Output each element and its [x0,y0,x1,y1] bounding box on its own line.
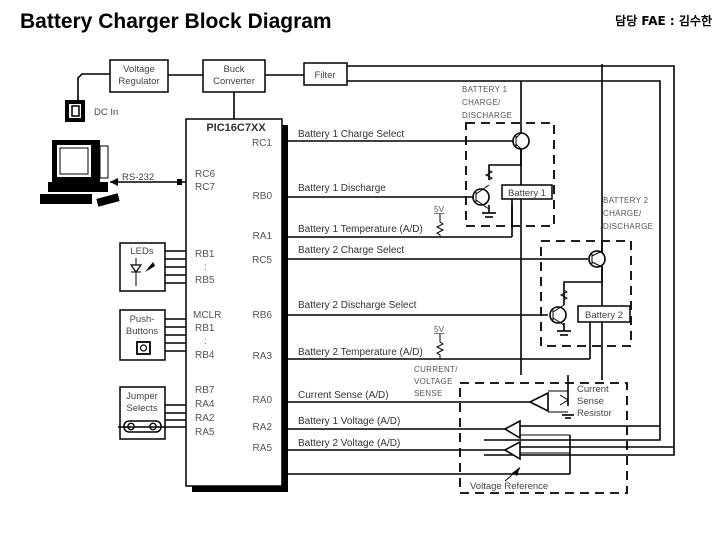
mcu-block [185,118,283,487]
battery2-section-box [540,240,632,347]
pin-ra5-l: RA5 [195,427,215,438]
signal-b2-voltage: Battery 2 Voltage (A/D) [298,438,400,449]
jumper-selects-label-2: Selects [126,403,157,414]
pin-ra3: RA3 [253,351,273,362]
pin-rc1: RC1 [252,138,272,149]
pullup-resistor-1-icon [435,214,445,237]
signal-b1-temperature: Battery 1 Temperature (A/D) [298,224,423,235]
pin-ra4: RA4 [195,399,215,410]
pin-sep-b: : [204,336,207,347]
ground-2-icon [557,330,571,336]
mcu-name: PIC16C7XX [206,122,266,134]
five-volt-label-1: 5V [434,205,445,214]
voltage-reference-label: Voltage Reference [470,481,548,492]
led-icon [129,258,155,286]
amp-battery1-voltage-icon [503,419,521,440]
amp-battery2-voltage-icon [503,440,521,461]
pin-rb0: RB0 [253,191,273,202]
signal-current-sense: Current Sense (A/D) [298,390,389,401]
cv-sense-section-box [459,382,628,494]
page-title: Battery Charger Block Diagram [20,10,332,33]
pin-rb6: RB6 [253,310,273,321]
pin-ra1: RA1 [253,231,273,242]
b1-charge-transistor-icon [512,132,530,150]
push-button-icon [136,341,151,355]
pin-rc6: RC6 [195,169,215,180]
voltage-regulator-block [109,59,169,93]
pin-rb1-b: RB1 [195,323,215,334]
pin-ra5-r: RA5 [253,443,273,454]
ground-3-icon [562,414,574,419]
battery2-label: Battery 2 [585,310,623,321]
leds-bus [165,250,186,284]
filter-label: Filter [314,70,335,81]
computer-icon [40,140,120,207]
pin-rb1-a: RB1 [195,249,215,260]
pullup-resistor-2-icon [435,334,445,359]
push-buttons-bus [165,318,186,352]
pin-rb5: RB5 [195,275,215,286]
signal-b1-voltage: Battery 1 Voltage (A/D) [298,416,400,427]
battery1-label: Battery 1 [508,188,546,199]
push-buttons-label-1: Push- [130,314,155,325]
b1-section-label-2: CHARGE/ [462,98,501,107]
voltage-regulator-label-2: Regulator [118,76,159,87]
battery2-block [577,305,631,323]
filter-bus-1 [347,65,675,456]
b2-section-label-1: BATTERY 2 [603,196,649,205]
battery1-section-box [465,122,555,227]
amp-current-sense-icon [528,391,549,413]
pin-ra0: RA0 [253,395,273,406]
ground-1-icon [482,212,496,218]
b2-charge-transistor-icon [588,250,606,268]
buck-converter-label-1: Buck [223,64,244,75]
pin-sep-a: : [204,262,207,273]
voltage-regulator-label-1: Voltage [123,64,155,75]
signal-b1-discharge: Battery 1 Discharge [298,183,386,194]
dc-in-jack-icon [65,100,85,122]
b1-section-label-1: BATTERY 1 [462,85,508,94]
leds-label: LEDs [130,246,153,257]
current-sense-resistor-label-1: Current [577,384,609,395]
current-sense-resistor-label-2: Sense [577,396,604,407]
pin-rc5: RC5 [252,255,272,266]
voltage-reference-icon [504,467,521,482]
rs232-label: RS-232 [122,172,154,183]
dc-in-wire [77,73,110,100]
b2-discharge-transistor-icon [549,304,567,326]
signal-b2-charge-select: Battery 2 Charge Select [298,245,404,256]
filter-bus-2 [347,80,661,441]
filter-block [303,62,348,86]
cv-section-label-1: CURRENT/ [414,365,458,374]
fae-contact: 담당 FAE : 김수한 [615,14,712,28]
signal-b2-temperature: Battery 2 Temperature (A/D) [298,347,423,358]
b2-inductor-icon [559,289,568,301]
jumper-bus [118,404,186,428]
pin-ra2-l: RA2 [195,413,215,424]
pin-rb7: RB7 [195,385,215,396]
push-buttons-label-2: Buttons [126,326,158,337]
b2-section-label-3: DISCHARGE [603,222,653,231]
leds-block [119,242,166,292]
pin-mclr: MCLR [193,310,221,321]
current-sense-resistor-label-3: Resistor [577,408,612,419]
cv-section-label-3: SENSE [414,389,443,398]
b1-inductor-icon [484,169,493,181]
b1-discharge-transistor-icon [472,184,490,210]
signal-b1-charge-select: Battery 1 Charge Select [298,129,404,140]
battery1-block [501,184,553,200]
pin-rb4: RB4 [195,350,215,361]
b2-section-label-2: CHARGE/ [603,209,642,218]
b1-section-label-3: DISCHARGE [462,111,512,120]
buck-converter-label-2: Converter [213,76,255,87]
pin-ra2-r: RA2 [253,422,273,433]
jumper-selects-label-1: Jumper [126,391,158,402]
pin-rc7: RC7 [195,182,215,193]
cv-section-label-2: VOLTAGE [414,377,453,386]
five-volt-label-2: 5V [434,325,445,334]
dc-in-label: DC In [94,107,118,118]
signal-b2-discharge-select: Battery 2 Discharge Select [298,300,417,311]
